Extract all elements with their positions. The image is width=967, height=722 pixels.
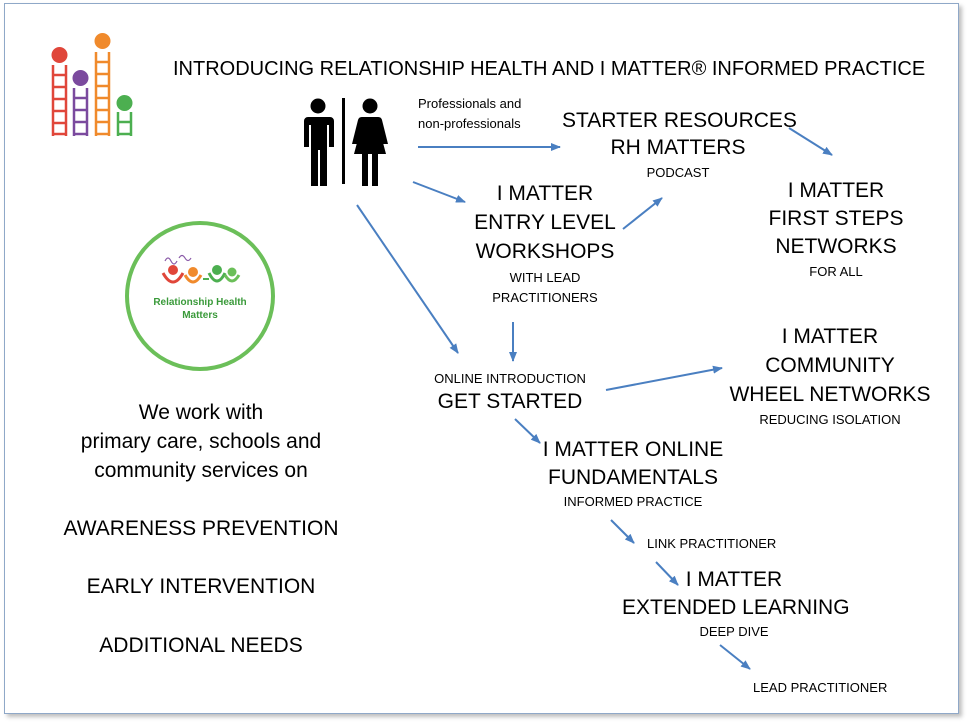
community-wheel-block: I MATTER COMMUNITY WHEEL NETWORKS REDUCI…	[729, 325, 931, 427]
arrow-to-community	[605, 365, 723, 391]
arrow-to-fundamentals	[514, 418, 541, 444]
people-restroom-icon	[304, 98, 388, 186]
arrow-starter-to-first-steps	[788, 127, 833, 156]
focus-item-awareness: AWARENESS PREVENTION	[63, 517, 339, 540]
first-steps-block: I MATTER FIRST STEPS NETWORKS FOR ALL	[768, 179, 904, 279]
left-description: We work with primary care, schools and c…	[80, 401, 322, 482]
focus-item-early-intervention: EARLY INTERVENTION	[86, 575, 316, 598]
fundamentals-block: I MATTER ONLINE FUNDAMENTALS INFORMED PR…	[542, 438, 724, 510]
starter-resources-block: STARTER RESOURCES RH MATTERS PODCAST	[562, 109, 797, 181]
arrow-to-entry	[412, 181, 466, 203]
focus-item-additional-needs: ADDITIONAL NEEDS	[99, 634, 303, 657]
arrow-to-extended	[655, 561, 679, 586]
entry-level-block: I MATTER ENTRY LEVEL WORKSHOPS WITH LEAD…	[474, 182, 616, 306]
page-title: INTRODUCING RELATIONSHIP HEALTH AND I MA…	[173, 58, 926, 80]
arrow-to-lead-practitioner	[719, 644, 751, 670]
badge-text: Relationship Health Matters	[153, 297, 247, 321]
extended-learning-block: I MATTER EXTENDED LEARNING DEEP DIVE	[622, 568, 850, 640]
ladder-logo-icon	[51, 33, 133, 136]
audience-label: Professionals and non-professionals	[418, 96, 522, 131]
arrow-entry-to-podcast	[622, 197, 663, 230]
people-family-icon	[161, 254, 241, 284]
relationship-health-badge: Relationship Health Matters	[125, 221, 275, 371]
get-started-block: ONLINE INTRODUCTION GET STARTED	[434, 371, 586, 413]
arrow-to-link-practitioner	[610, 519, 635, 544]
lead-practitioner-label: LEAD PRACTITIONER	[753, 680, 888, 695]
link-practitioner-label: LINK PRACTITIONER	[647, 536, 777, 551]
arrow-to-online-intro	[356, 204, 459, 354]
